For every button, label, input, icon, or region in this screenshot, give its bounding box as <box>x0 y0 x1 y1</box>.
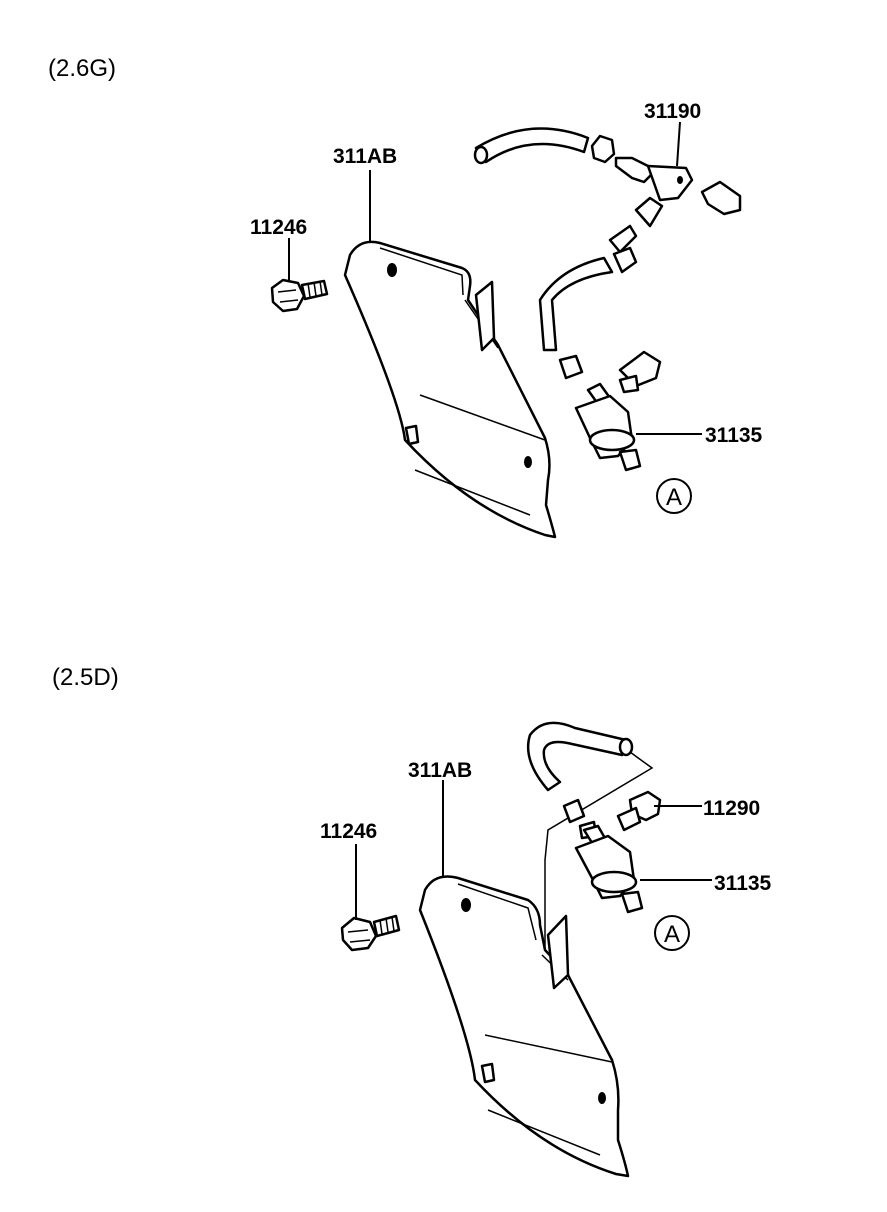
part-label-31135: 31135 <box>705 424 763 447</box>
section-2-5d: (2.5D) <box>52 664 772 1178</box>
part-label-11246: 11246 <box>250 216 307 239</box>
part-label-31190: 31190 <box>644 100 701 123</box>
fuel-hose <box>473 127 590 165</box>
section-2-6g: (2.6G) <box>48 55 763 539</box>
fitting-31190 <box>590 134 742 254</box>
bolt-11290 <box>616 790 662 832</box>
reference-letter: A <box>666 484 682 511</box>
part-label-311ab: 311AB <box>333 145 397 168</box>
part-label-11246: 11246 <box>320 820 377 843</box>
fuel-filter-31135 <box>574 382 642 472</box>
section-title: (2.6G) <box>48 55 116 82</box>
part-label-31135: 31135 <box>714 872 772 895</box>
fuel-hose <box>526 721 654 950</box>
reference-circle <box>656 478 692 514</box>
fuel-hose-lower <box>538 246 662 394</box>
part-label-11290: 11290 <box>703 797 760 820</box>
reference-letter: A <box>664 921 680 948</box>
bolt-11246 <box>340 914 401 952</box>
bracket-311ab <box>418 875 630 1178</box>
bracket-311ab <box>343 240 557 539</box>
fuel-filter-31135 <box>574 824 644 914</box>
reference-circle <box>654 915 690 951</box>
bolt-11246 <box>270 278 329 313</box>
section-title: (2.5D) <box>52 664 119 691</box>
leader-line <box>676 121 681 167</box>
part-label-311ab: 311AB <box>408 759 472 782</box>
